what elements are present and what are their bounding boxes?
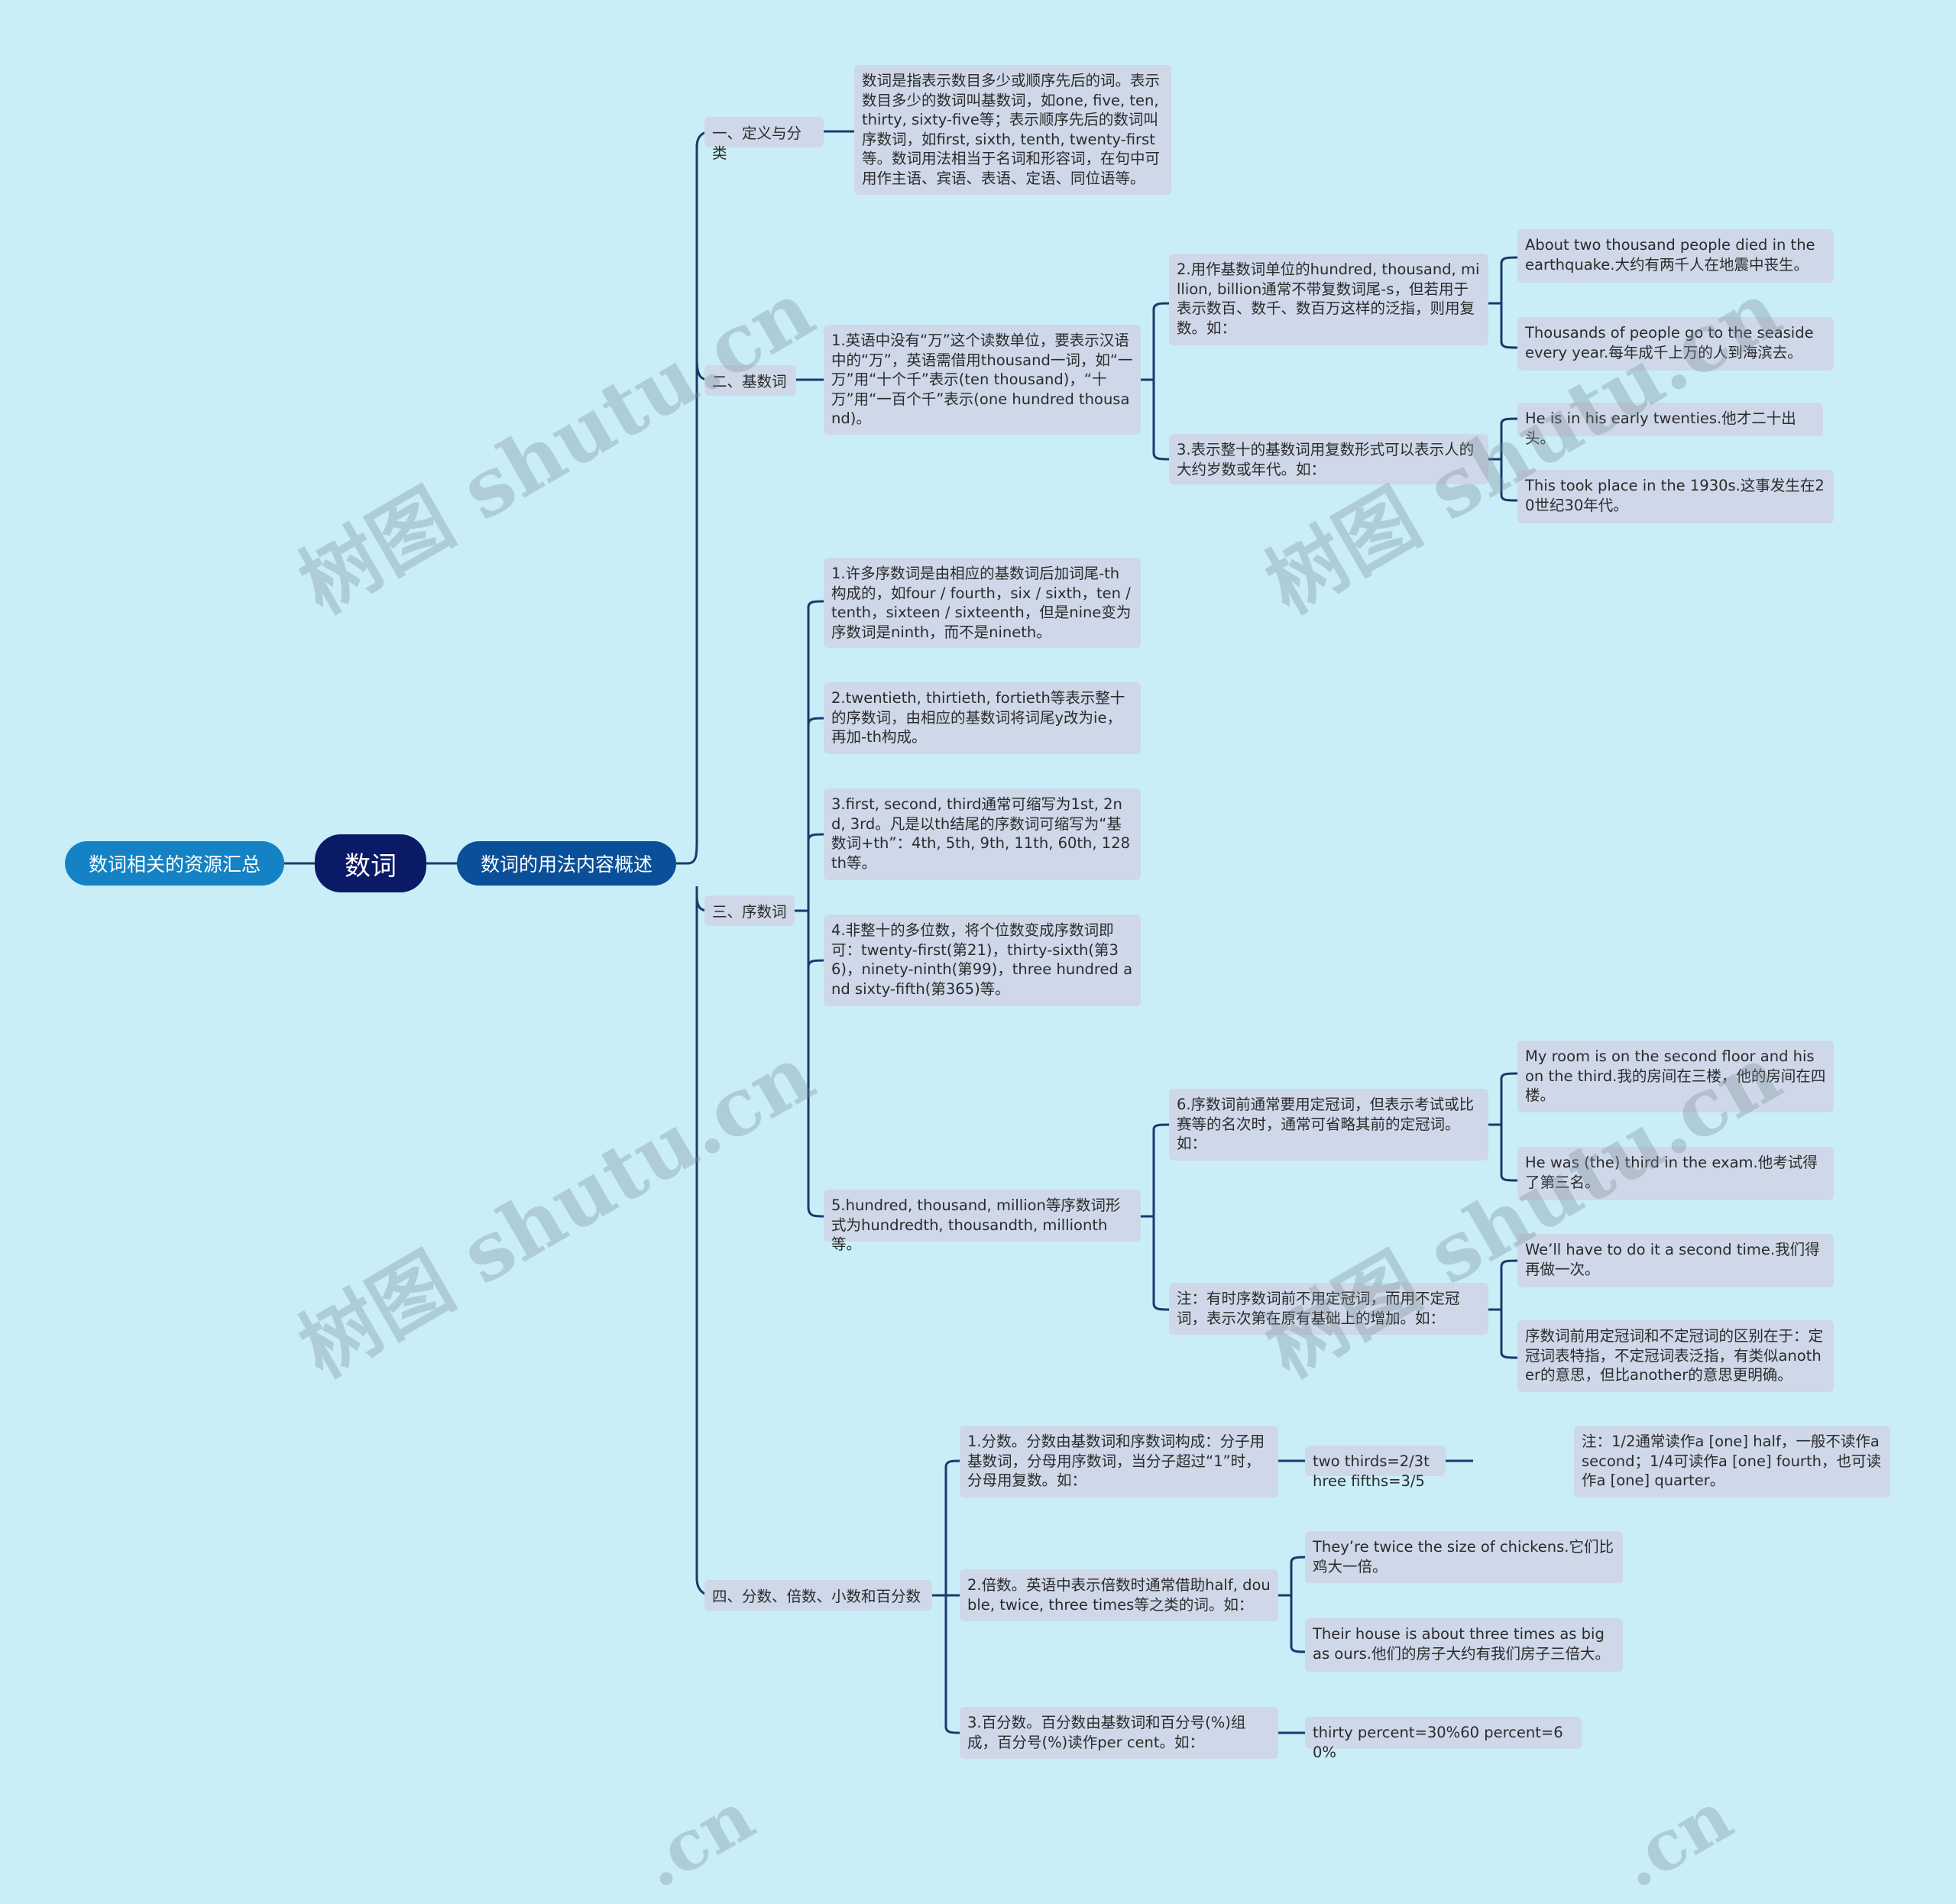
ordinal-point-3[interactable]: 3.first, second, third通常可缩写为1st, 2nd, 3r… [824, 788, 1141, 880]
connector-b2-c [1141, 302, 1170, 461]
fraction-example[interactable]: two thirds=2/3three fifths=3/5 [1305, 1446, 1446, 1490]
connector-b4-c2 [1278, 1556, 1306, 1653]
branch-cardinal[interactable]: 二、基数词 [704, 365, 796, 396]
connector-lines [284, 130, 1518, 1734]
ordinal-example-2[interactable]: He was (the) third in the exam.他考试得了第三名。 [1517, 1147, 1834, 1200]
percent-example[interactable]: thirty percent=30%60 percent=60% [1305, 1717, 1582, 1761]
main-topic[interactable]: 数词的用法内容概述 [457, 841, 676, 886]
cardinal-point-2[interactable]: 2.用作基数词单位的hundred, thousand, million, bi… [1169, 254, 1488, 345]
cardinal-example-2[interactable]: Thousands of people go to the seaside ev… [1517, 317, 1834, 371]
branch-fraction[interactable]: 四、分数、倍数、小数和百分数 [704, 1580, 932, 1611]
cardinal-example-1[interactable]: About two thousand people died in the ea… [1517, 229, 1834, 283]
mind-map-canvas: 数词相关的资源汇总 数词 数词的用法内容概述 一、定义与分类 数词是指表示数目多… [65, 65, 1890, 1904]
ordinal-point-2[interactable]: 2.twentieth, thirtieth, fortieth等表示整十的序数… [824, 682, 1141, 754]
ordinal-point-6[interactable]: 6.序数词前通常要用定冠词，但表示考试或比赛等的名次时，通常可省略其前的定冠词。… [1169, 1089, 1488, 1161]
percent-point[interactable]: 3.百分数。百分数由基数词和百分号(%)组成，百分号(%)读作per cent。… [960, 1707, 1278, 1759]
multiple-example-1[interactable]: They’re twice the size of chickens.它们比鸡大… [1305, 1531, 1623, 1583]
cardinal-example-3[interactable]: He is in his early twenties.他才二十出头。 [1517, 403, 1823, 447]
fraction-note[interactable]: 注：1/2通常读作a [one] half，一般不读作a second；1/4可… [1574, 1426, 1890, 1498]
connector-main-trunk [676, 130, 713, 1597]
multiple-point[interactable]: 2.倍数。英语中表示倍数时通常借助half, double, twice, th… [960, 1569, 1278, 1621]
ordinal-example-3[interactable]: We’ll have to do it a second time.我们得再做一… [1517, 1234, 1834, 1287]
connector-b2-c2 [1488, 417, 1518, 502]
root-topic[interactable]: 数词 [315, 834, 426, 892]
definition-text[interactable]: 数词是指表示数目多少或顺序先后的词。表示数目多少的数词叫基数词，如one, fi… [854, 65, 1171, 195]
cardinal-point-1[interactable]: 1.英语中没有“万”这个读数单位，要表示汉语中的“万”，英语需借用thousan… [824, 325, 1141, 435]
multiple-example-2[interactable]: Their house is about three times as big … [1305, 1618, 1623, 1672]
branch-definition[interactable]: 一、定义与分类 [704, 117, 824, 162]
ordinal-note[interactable]: 注：有时序数词前不用定冠词，而用不定冠词，表示次第在原有基础上的增加。如： [1169, 1283, 1488, 1335]
side-topic[interactable]: 数词相关的资源汇总 [65, 841, 284, 886]
connector-b4 [932, 1459, 960, 1734]
connector-b3-c5 [1141, 1123, 1170, 1311]
ordinal-example-4[interactable]: 序数词前用定冠词和不定冠词的区别在于：定冠词表特指，不定冠词表泛指，有类似ano… [1517, 1320, 1834, 1392]
cardinal-example-4[interactable]: This took place in the 1930s.这事发生在20世纪30… [1517, 470, 1834, 523]
ordinal-point-5[interactable]: 5.hundred, thousand, million等序数词形式为hundr… [824, 1190, 1141, 1253]
cardinal-point-3[interactable]: 3.表示整十的基数词用复数形式可以表示人的大约岁数或年代。如： [1169, 434, 1488, 484]
ordinal-point-1[interactable]: 1.许多序数词是由相应的基数词后加词尾-th构成的，如four / fourth… [824, 558, 1141, 648]
connector-b3-c7 [1488, 1259, 1518, 1359]
connector-b3 [795, 600, 824, 1218]
fraction-point-1[interactable]: 1.分数。分数由基数词和序数词构成：分子用基数词，分母用序数词，当分子超过“1”… [960, 1426, 1278, 1498]
branch-ordinal[interactable]: 三、序数词 [704, 895, 795, 926]
ordinal-point-4[interactable]: 4.非整十的多位数，将个位数变成序数词即可：twenty-first(第21)，… [824, 915, 1141, 1006]
ordinal-example-1[interactable]: My room is on the second floor and his o… [1517, 1041, 1834, 1112]
connector-b2-c1 [1488, 256, 1518, 349]
connector-b3-c6 [1488, 1072, 1518, 1182]
